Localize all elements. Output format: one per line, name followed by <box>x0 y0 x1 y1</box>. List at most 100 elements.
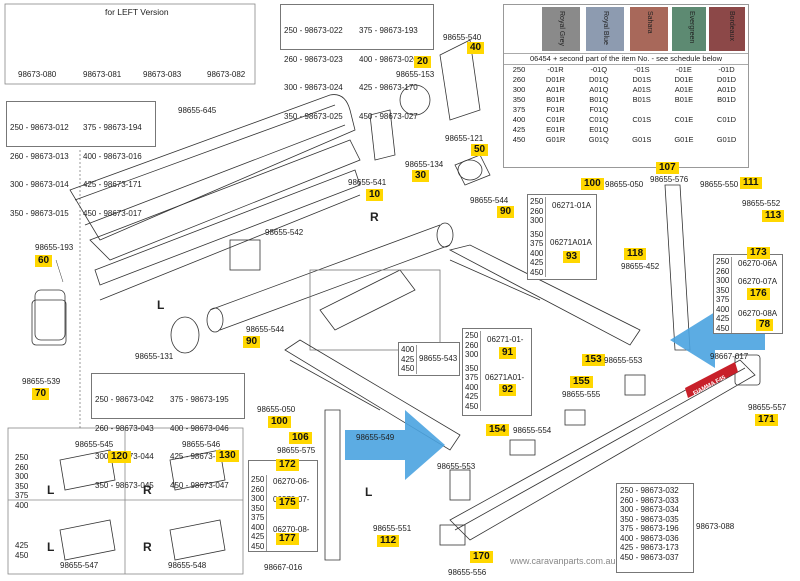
side-label-l: L <box>47 483 55 497</box>
item-badge: 155 <box>570 376 593 388</box>
box-row: 250 <box>465 331 479 340</box>
schedule-cell: C01S <box>632 115 652 124</box>
item-badge: 111 <box>740 177 762 189</box>
swatch-name: Royal Blue <box>602 11 609 45</box>
fabric-colour-schedule: Royal Grey Royal Blue Sahara Evergreen B… <box>503 4 749 168</box>
item-badge: 171 <box>755 414 778 426</box>
box-row: 400 - 98673-026 <box>359 54 418 64</box>
box-row: 450 <box>251 541 265 551</box>
box-row: 350 <box>251 503 265 513</box>
part-label: 98655-553 <box>604 356 643 365</box>
side-label-l: L <box>157 298 165 312</box>
part-label: 98655-552 <box>742 199 781 208</box>
swatch-name: Evergreen <box>688 11 695 44</box>
schedule-cell: 425 <box>512 125 526 134</box>
schedule-cell <box>705 125 748 135</box>
part-label: 98655-545 <box>75 440 114 449</box>
item-badge: 173 <box>747 247 770 259</box>
part-label: 98667-016 <box>264 563 303 572</box>
schedule-cell: B01R <box>546 95 565 104</box>
arm-code: 06271-01- <box>487 335 524 344</box>
item-badge: 50 <box>471 144 489 156</box>
box-row: 350 <box>716 285 730 295</box>
schedule-cell <box>621 125 663 135</box>
part-label: 98673-081 <box>83 70 122 79</box>
part-label: 98655-548 <box>168 561 207 570</box>
box-row: 450 - 98673-017 <box>83 208 142 218</box>
schedule-cell <box>705 105 748 115</box>
box-row: 400 <box>716 304 730 314</box>
arm-code: 06270-06A <box>738 259 778 268</box>
watermark: www.caravanparts.com.au <box>510 556 616 566</box>
box-row: 250 - 98673-042 <box>95 395 154 404</box>
item-badge: 107 <box>656 162 679 174</box>
swatch-name: Bordeaux <box>728 11 735 41</box>
part-label: 98655-452 <box>621 262 660 271</box>
schedule-cell: F01R <box>546 105 565 114</box>
box-row: 400 - 98673-046 <box>170 423 229 433</box>
part-label: 98655-544 <box>246 325 285 334</box>
box-row: 450 <box>465 401 479 411</box>
item-badge: 90 <box>243 336 261 348</box>
left-version-label: for LEFT Version <box>105 7 169 17</box>
box-row: 400 <box>251 522 265 532</box>
arm-code: 06270-06- <box>273 477 310 486</box>
part-label: 98655-050 <box>257 405 296 414</box>
item-badge: 172 <box>276 459 299 471</box>
arm-code: 06271A01A <box>550 238 592 247</box>
part-label: 98655-121 <box>445 134 484 143</box>
arm-code: 06271-01A <box>552 201 592 210</box>
schedule-cell: D01R <box>545 75 566 84</box>
item-badge: 10 <box>366 189 384 201</box>
item-badge: 70 <box>32 388 50 400</box>
box-row: 350 - 98673-025 <box>284 111 343 121</box>
part-label: 98655-542 <box>265 228 304 237</box>
schedule-cell: G01R <box>545 135 566 144</box>
box-row: 250 <box>716 257 730 266</box>
part-label: 98655-551 <box>373 524 412 533</box>
box-row: 260 <box>530 206 544 216</box>
box-row: 300 <box>15 472 29 481</box>
item-badge: 153 <box>582 354 605 366</box>
schedule-cell <box>663 105 705 115</box>
box-row: 425 - 98673-172 <box>170 452 229 461</box>
schedule-cell: G01D <box>716 135 737 144</box>
front-profile-size-box: 250 - 98673-042 260 - 98673-043 300 - 98… <box>91 373 245 490</box>
part-label: 98673-088 <box>696 522 735 531</box>
box-row: 260 <box>15 462 29 472</box>
part-label: 98655-541 <box>348 178 387 187</box>
schedule-cell: -01E <box>676 65 692 74</box>
box-row: 350 - 98673-045 <box>95 480 154 490</box>
box-row: 400 <box>401 345 415 354</box>
side-label-l: L <box>47 540 55 554</box>
part-label: 98655-553 <box>437 462 476 471</box>
part-label: 98655-549 <box>356 433 395 442</box>
item-badge: 154 <box>486 424 509 436</box>
schedule-cell: -01R <box>547 65 564 74</box>
schedule-cell: G01Q <box>588 135 609 144</box>
schedule-cell: F01Q <box>589 105 609 114</box>
box-row: 425 <box>251 532 265 541</box>
box-row: 260 - 98673-023 <box>284 54 343 64</box>
box-row: 425 - 98673-173 <box>620 543 679 552</box>
box-row: 450 <box>401 364 415 373</box>
swatch-royal-blue <box>586 7 624 51</box>
box-row: 450 - 98673-047 <box>170 480 229 490</box>
box-row: 350 - 98673-035 <box>620 514 679 524</box>
part-label: 98655-544 <box>470 196 509 205</box>
box-row: 350 <box>15 481 29 491</box>
box-row: 425 <box>530 258 544 267</box>
schedule-cell: 260 <box>512 75 526 84</box>
schedule-cell: 250 <box>512 65 526 74</box>
side-label-r: R <box>370 210 379 224</box>
schedule-cell: B01Q <box>589 95 609 104</box>
part-label: 98673-083 <box>143 70 182 79</box>
box-row: 375 <box>716 295 730 304</box>
swatch-sahara <box>630 7 668 51</box>
item-badge: 130 <box>216 450 239 462</box>
